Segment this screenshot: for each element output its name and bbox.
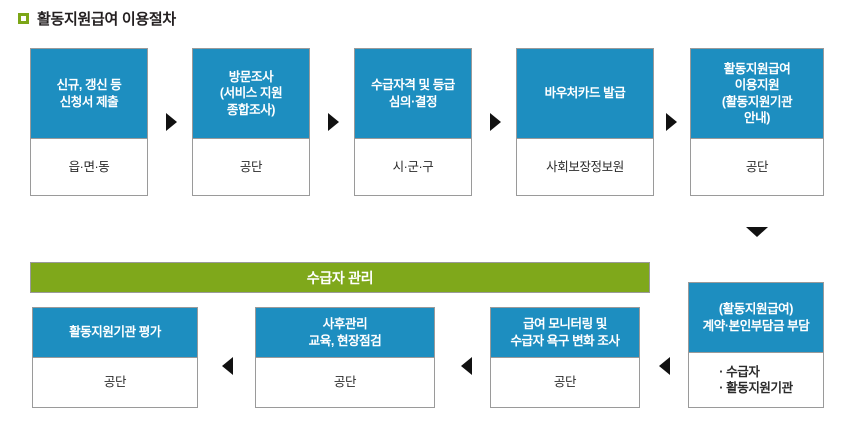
page-title-text: 활동지원급여 이용절차 bbox=[37, 11, 176, 28]
supervision-band: 수급자 관리 bbox=[30, 262, 650, 293]
process-step-6-head: (활동지원급여)계약·본인부담금 부담 bbox=[689, 283, 823, 353]
process-step-6-body: · 수급자· 활동지원기관 bbox=[689, 353, 823, 407]
process-step-3-body: 시·군·구 bbox=[355, 139, 471, 195]
process-step-4-body: 사회보장정보원 bbox=[517, 139, 653, 195]
supervision-band-label: 수급자 관리 bbox=[306, 269, 374, 286]
process-step-8-body: 공단 bbox=[256, 358, 434, 407]
process-step-9-body: 공단 bbox=[33, 358, 197, 407]
process-step-9: 활동지원기관 평가 공단 bbox=[32, 307, 198, 408]
arrow-left-icon-2 bbox=[461, 357, 472, 375]
process-step-9-head: 활동지원기관 평가 bbox=[33, 308, 197, 358]
page-title: 활동지원급여 이용절차 bbox=[18, 8, 176, 29]
process-step-5-body: 공단 bbox=[691, 139, 823, 195]
arrow-right-icon-3 bbox=[490, 113, 501, 131]
process-step-6-body-text: · 수급자· 활동지원기관 bbox=[719, 364, 793, 396]
arrow-right-icon-4 bbox=[666, 113, 677, 131]
arrow-right-icon-1 bbox=[166, 113, 177, 131]
process-step-6: (활동지원급여)계약·본인부담금 부담 · 수급자· 활동지원기관 bbox=[688, 282, 824, 408]
arrow-left-icon-1 bbox=[659, 357, 670, 375]
arrow-left-icon-3 bbox=[222, 357, 233, 375]
process-step-1-body: 읍·면·동 bbox=[31, 139, 147, 195]
process-step-7-body: 공단 bbox=[491, 358, 639, 407]
process-step-4-head: 바우처카드 발급 bbox=[517, 49, 653, 139]
arrow-down-icon bbox=[746, 227, 768, 237]
process-step-4: 바우처카드 발급 사회보장정보원 bbox=[516, 48, 654, 196]
green-square-bullet-icon bbox=[18, 13, 29, 24]
process-step-2-body: 공단 bbox=[193, 139, 309, 195]
arrow-right-icon-2 bbox=[328, 113, 339, 131]
